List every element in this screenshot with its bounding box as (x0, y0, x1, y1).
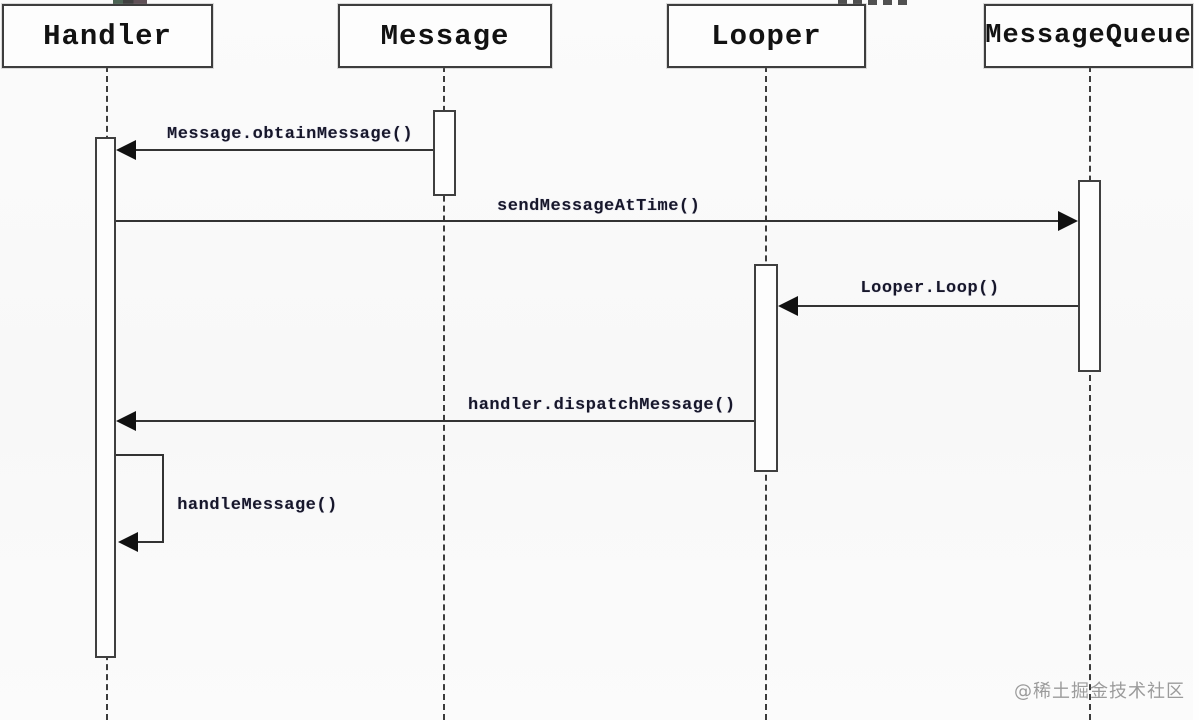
message-label-obtain-message: Message.obtainMessage() (167, 125, 414, 144)
top-edge-artifact (113, 0, 147, 5)
dispatch-message-arrowhead (116, 411, 136, 431)
participant-box-handler: Handler (2, 4, 213, 68)
participant-box-message: Message (338, 4, 552, 68)
lifeline-message (443, 66, 445, 720)
participant-box-messagequeue: MessageQueue (984, 4, 1193, 68)
handle-message-self-call-line (116, 454, 164, 543)
message-label-looper-loop: Looper.Loop() (860, 279, 1000, 298)
participant-label-looper: Looper (711, 19, 822, 53)
activation-bar-message (433, 110, 456, 196)
looper-loop-arrowhead (778, 296, 798, 316)
watermark: @稀土掘金技术社区 (1014, 681, 1185, 702)
participant-box-looper: Looper (667, 4, 866, 68)
message-label-dispatch-message: handler.dispatchMessage() (468, 396, 736, 415)
activation-bar-messagequeue (1078, 180, 1101, 372)
participant-label-handler: Handler (43, 19, 172, 53)
participant-label-messagequeue: MessageQueue (985, 21, 1192, 51)
activation-bar-handler (95, 137, 116, 658)
activation-bar-looper (754, 264, 778, 472)
send-message-at-time-arrowhead (1058, 211, 1078, 231)
participant-label-message: Message (380, 19, 510, 53)
handle-message-arrowhead (118, 532, 138, 552)
lifeline-messagequeue (1089, 66, 1091, 720)
message-label-handle-message: handleMessage() (177, 496, 338, 515)
message-label-send-message-at-time: sendMessageAtTime() (497, 197, 701, 216)
obtain-message-arrowhead (116, 140, 136, 160)
right-edge-band (1193, 0, 1199, 720)
top-edge-artifact (838, 0, 908, 5)
